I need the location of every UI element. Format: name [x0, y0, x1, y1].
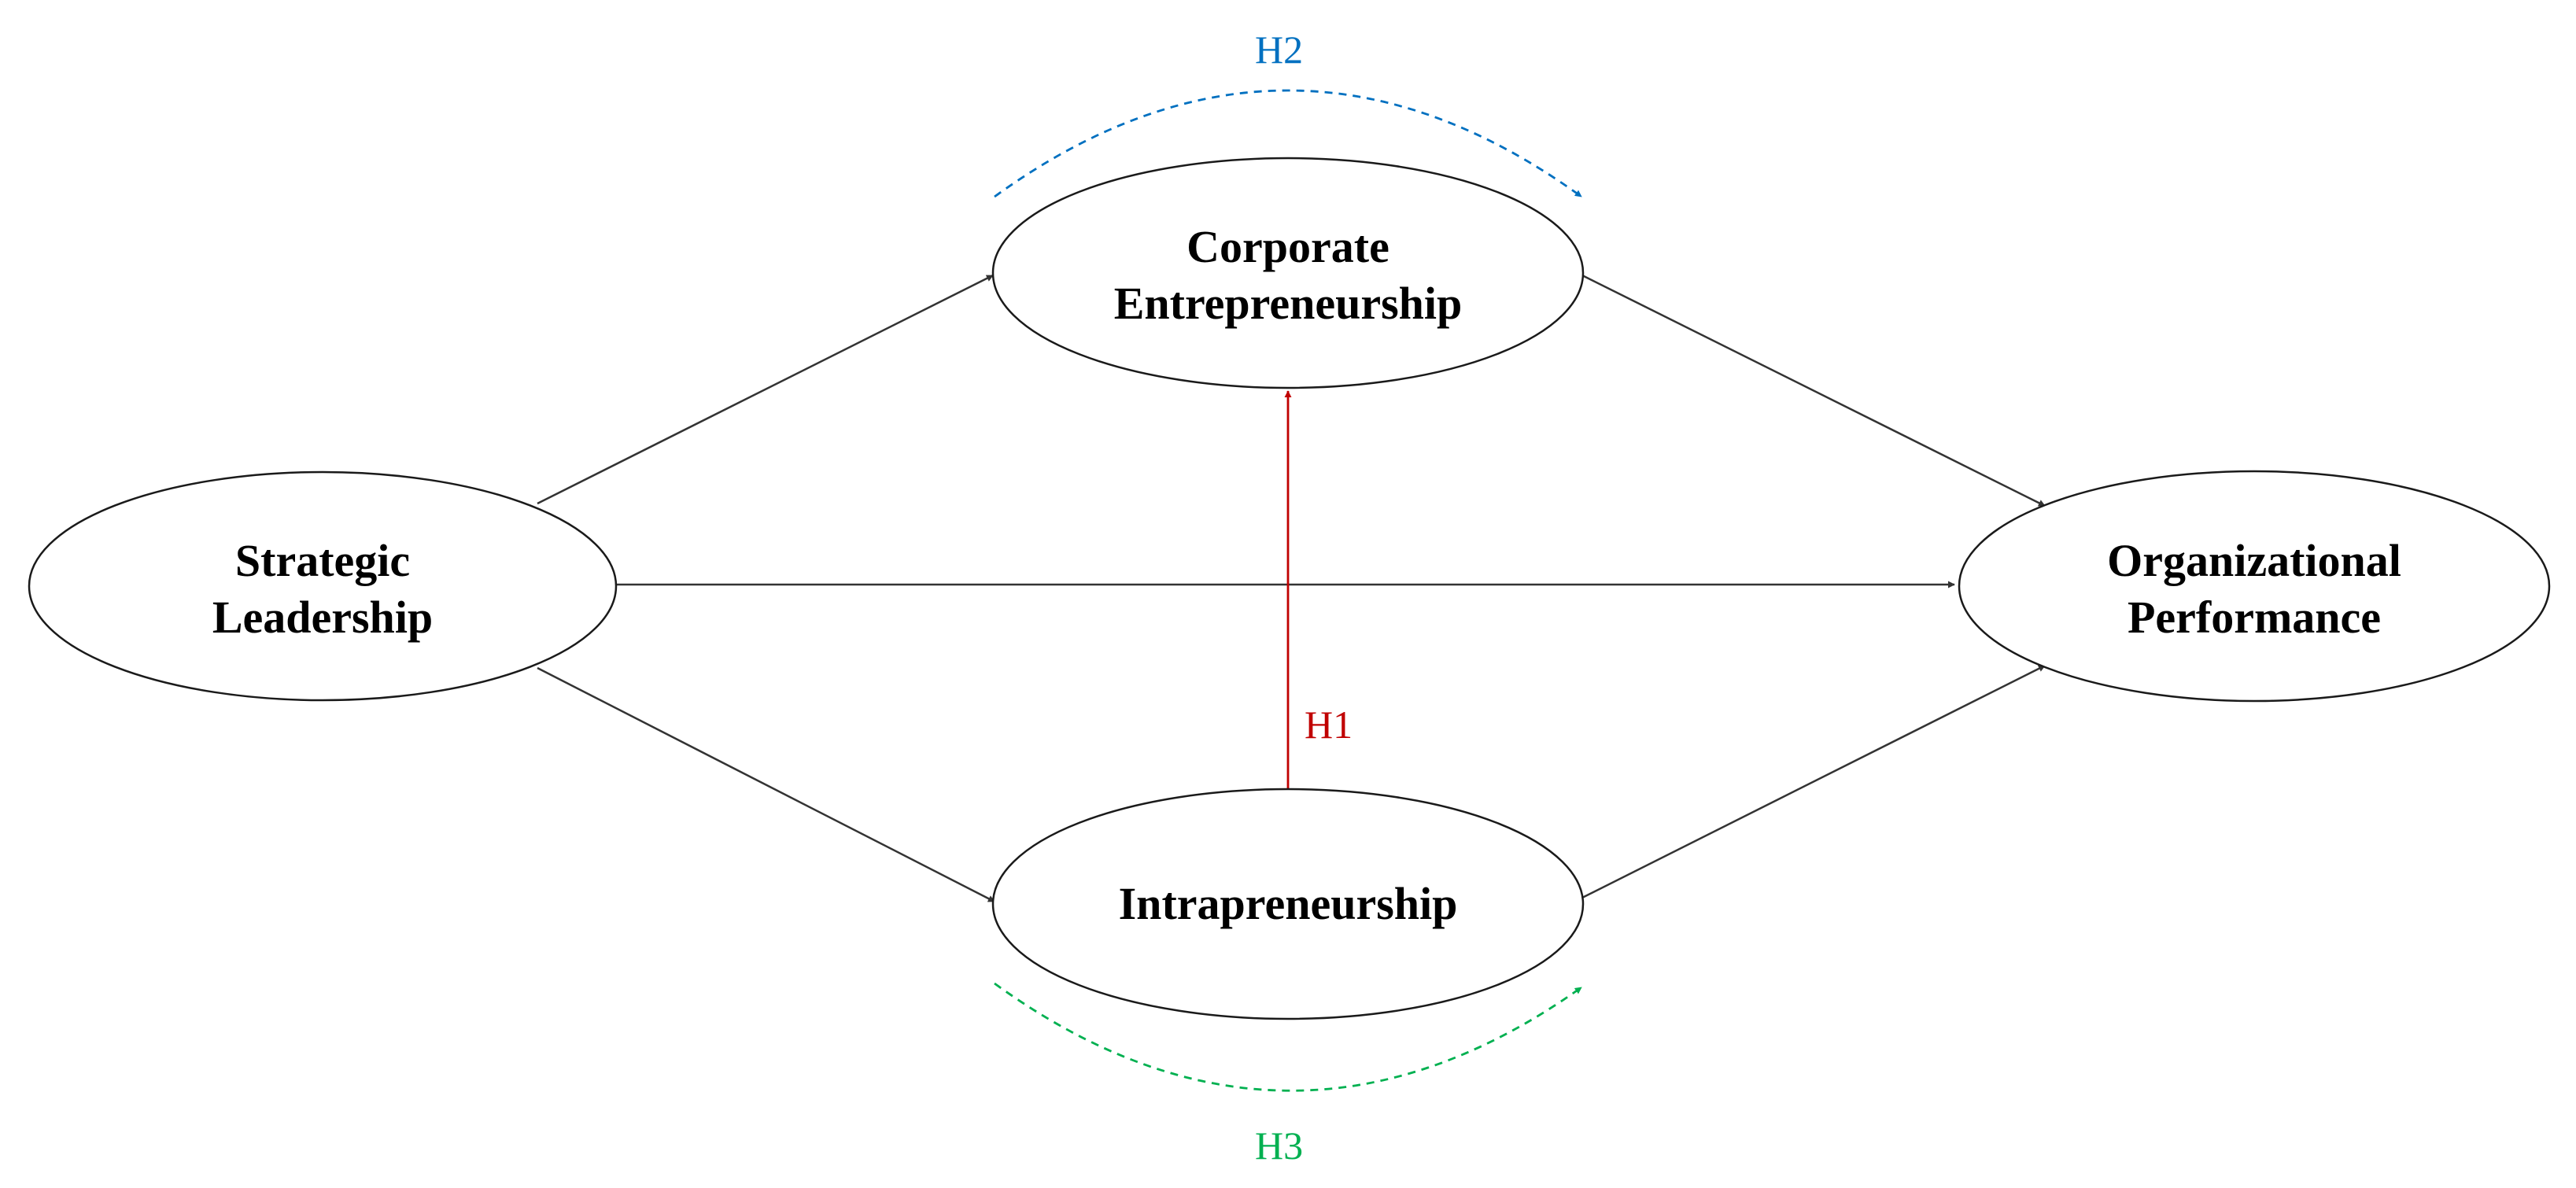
- node-strategic-leadership: Strategic Leadership: [28, 470, 618, 702]
- node-organizational-performance: Organizational Performance: [1958, 470, 2551, 703]
- h2-arc: [994, 89, 1582, 198]
- path-sl-to-ce: [537, 274, 994, 505]
- strategic-leadership-line2: Leadership: [212, 592, 433, 643]
- h3-label: H3: [1255, 1123, 1303, 1168]
- corporate-entrepreneurship-line2: Entrepreneurship: [1114, 278, 1463, 329]
- h2-label: H2: [1255, 28, 1303, 72]
- intrapreneurship-label: Intrapreneurship: [1119, 878, 1458, 929]
- corporate-entrepreneurship-line1: Corporate: [1187, 221, 1389, 272]
- path-intra-to-op: [1581, 664, 2046, 899]
- node-corporate-entrepreneurship: Corporate Entrepreneurship: [991, 157, 1585, 389]
- path-sl-to-intra: [537, 666, 995, 903]
- organizational-performance-line2: Performance: [2128, 592, 2381, 643]
- h3-arc: [994, 982, 1582, 1092]
- path-ce-to-op: [1581, 274, 2046, 507]
- h1-label: H1: [1305, 703, 1353, 747]
- strategic-leadership-line1: Strategic: [235, 535, 410, 586]
- organizational-performance-line1: Organizational: [2107, 535, 2401, 586]
- node-intrapreneurship: Intrapreneurship: [991, 788, 1585, 1020]
